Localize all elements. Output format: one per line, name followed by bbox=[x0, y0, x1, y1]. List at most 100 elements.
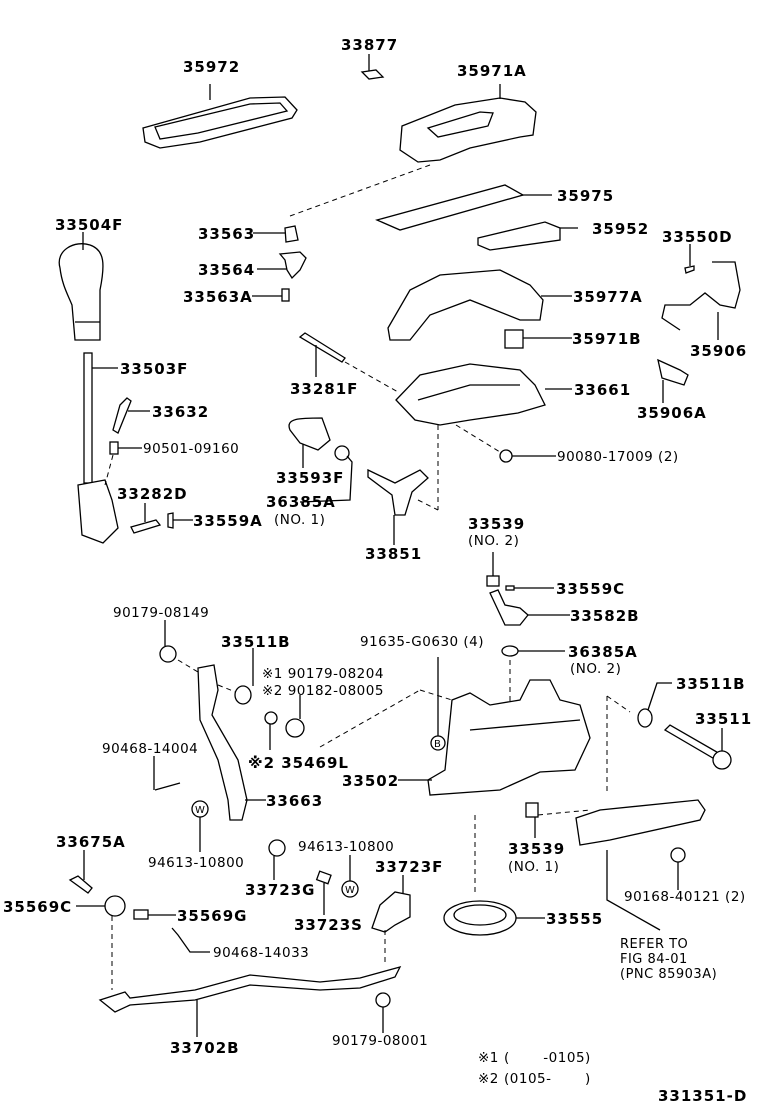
label-33281F[interactable]: 33281F bbox=[290, 380, 359, 398]
label-33851[interactable]: 33851 bbox=[365, 545, 423, 563]
part-35469L-washer[interactable] bbox=[264, 711, 278, 725]
label-35971A[interactable]: 35971A bbox=[457, 62, 527, 80]
part-33559A-clip[interactable] bbox=[167, 512, 174, 529]
label-33632[interactable]: 33632 bbox=[152, 403, 210, 421]
part-33504F-knob[interactable] bbox=[58, 243, 104, 341]
part-33502-base[interactable] bbox=[427, 679, 591, 796]
part-90468-14033-clip[interactable] bbox=[171, 927, 210, 953]
label-33539-no2[interactable]: 33539 bbox=[468, 515, 526, 533]
label-35975[interactable]: 35975 bbox=[557, 187, 615, 205]
label-33555[interactable]: 33555 bbox=[546, 910, 604, 928]
label-33282D[interactable]: 33282D bbox=[117, 485, 188, 503]
part-33511B-left-bushing[interactable] bbox=[234, 685, 252, 705]
part-33503F-lever[interactable] bbox=[77, 352, 119, 544]
label-36385A-no1[interactable]: 36385A bbox=[266, 493, 336, 511]
label-35906[interactable]: 35906 bbox=[690, 342, 748, 360]
part-33563A-spring[interactable] bbox=[281, 288, 290, 302]
part-90179-08204-nut[interactable] bbox=[285, 718, 305, 738]
label-33563[interactable]: 33563 bbox=[198, 225, 256, 243]
label-35569C[interactable]: 35569C bbox=[3, 898, 73, 916]
label-94613-10800-left[interactable]: 94613-10800 bbox=[148, 855, 245, 871]
label-35906A[interactable]: 35906A bbox=[637, 404, 707, 422]
label-33661[interactable]: 33661 bbox=[574, 381, 632, 399]
part-33723S-pin[interactable] bbox=[315, 870, 332, 885]
label-33511B-left[interactable]: 33511B bbox=[221, 633, 291, 651]
part-33877-plate[interactable] bbox=[360, 69, 385, 80]
label-90468-14033[interactable]: 90468-14033 bbox=[213, 945, 310, 961]
label-33723S[interactable]: 33723S bbox=[294, 916, 363, 934]
part-90468-14004-clamp[interactable] bbox=[154, 782, 181, 791]
label-33511B-right[interactable]: 33511B bbox=[676, 675, 746, 693]
label-33539-no1[interactable]: 33539 bbox=[508, 840, 566, 858]
label-33593F[interactable]: 33593F bbox=[276, 469, 345, 487]
label-33559A[interactable]: 33559A bbox=[193, 512, 263, 530]
label-35469L[interactable]: ※2 35469L bbox=[248, 754, 349, 772]
label-33550D[interactable]: 33550D bbox=[662, 228, 733, 246]
part-33564-guide[interactable] bbox=[278, 251, 307, 280]
part-35952-lens[interactable] bbox=[477, 221, 578, 251]
part-refer-fig-sensor[interactable] bbox=[575, 799, 706, 846]
part-33702B-rod[interactable] bbox=[98, 965, 402, 1013]
part-35569C-grommet[interactable] bbox=[104, 895, 126, 917]
label-33564[interactable]: 33564 bbox=[198, 261, 256, 279]
label-90501-09160[interactable]: 90501-09160 bbox=[143, 441, 240, 457]
label-90468-14004[interactable]: 90468-14004 bbox=[102, 741, 199, 757]
part-33663-control-lever[interactable] bbox=[197, 664, 248, 821]
label-33723F[interactable]: 33723F bbox=[375, 858, 444, 876]
label-90179-08149[interactable]: 90179-08149 bbox=[113, 605, 210, 621]
label-91635-G0630[interactable]: 91635-G0630 (4) bbox=[360, 634, 485, 650]
label-90179-08001[interactable]: 90179-08001 bbox=[332, 1033, 429, 1049]
label-35971B[interactable]: 35971B bbox=[572, 330, 642, 348]
part-33511B-right-bushing[interactable] bbox=[637, 708, 653, 728]
label-33663[interactable]: 33663 bbox=[266, 792, 324, 810]
label-36385A-no2[interactable]: 36385A bbox=[568, 643, 638, 661]
part-33550D-clip[interactable] bbox=[684, 265, 695, 274]
part-33559C-clip[interactable] bbox=[505, 585, 515, 591]
part-36385A-no1-spring[interactable] bbox=[334, 445, 350, 461]
label-33675A[interactable]: 33675A bbox=[56, 833, 126, 851]
label-90168-40121[interactable]: 90168-40121 (2) bbox=[624, 889, 746, 905]
label-33504F[interactable]: 33504F bbox=[55, 216, 124, 234]
label-33503F[interactable]: 33503F bbox=[120, 360, 189, 378]
label-90080-17009[interactable]: 90080-17009 (2) bbox=[557, 449, 679, 465]
part-33582B-cam[interactable] bbox=[489, 589, 529, 626]
part-90501-spring[interactable] bbox=[109, 441, 119, 455]
part-33851-lever[interactable] bbox=[367, 468, 429, 516]
label-35952[interactable]: 35952 bbox=[592, 220, 650, 238]
part-90168-screw[interactable] bbox=[670, 847, 686, 863]
label-35569G[interactable]: 35569G bbox=[177, 907, 248, 925]
part-35975-slide-cover[interactable] bbox=[375, 184, 552, 231]
part-33723G-bushing[interactable] bbox=[268, 839, 286, 857]
label-33582B[interactable]: 33582B bbox=[570, 607, 640, 625]
label-35972[interactable]: 35972 bbox=[183, 58, 241, 76]
part-33563-knob[interactable] bbox=[284, 225, 299, 243]
label-33511[interactable]: 33511 bbox=[695, 710, 753, 728]
part-35569G-collar[interactable] bbox=[133, 909, 149, 920]
part-35971B-bracket[interactable] bbox=[504, 329, 524, 349]
part-90080-nut[interactable] bbox=[499, 449, 513, 463]
label-33563A[interactable]: 33563A bbox=[183, 288, 253, 306]
part-33539-no1-stopper[interactable] bbox=[525, 802, 539, 818]
part-33539-no2-stopper[interactable] bbox=[486, 575, 500, 587]
label-90179-08204[interactable]: ※1 90179-08204 bbox=[262, 666, 384, 682]
part-35971A-housing[interactable] bbox=[399, 84, 537, 163]
part-90179-08149-nut[interactable] bbox=[159, 645, 177, 663]
label-94613-10800-right[interactable]: 94613-10800 bbox=[298, 839, 395, 855]
part-33723F-bracket[interactable] bbox=[371, 891, 411, 933]
label-33559C[interactable]: 33559C bbox=[556, 580, 626, 598]
part-33282D-pin[interactable] bbox=[130, 519, 162, 534]
part-35906A-socket[interactable] bbox=[657, 358, 689, 386]
label-35977A[interactable]: 35977A bbox=[573, 288, 643, 306]
label-33723G[interactable]: 33723G bbox=[245, 881, 316, 899]
part-33661-retainer[interactable] bbox=[395, 363, 546, 426]
part-33511-shaft[interactable] bbox=[663, 724, 732, 770]
part-35977A-housing[interactable] bbox=[387, 269, 544, 341]
label-33702B[interactable]: 33702B bbox=[170, 1039, 240, 1057]
part-33675A-bolt[interactable] bbox=[68, 875, 93, 894]
part-35906-wire[interactable] bbox=[661, 261, 741, 331]
part-33555-plate[interactable] bbox=[443, 900, 517, 936]
part-33281F-pin[interactable] bbox=[298, 332, 346, 363]
label-33502[interactable]: 33502 bbox=[342, 772, 400, 790]
part-33593F-cover[interactable] bbox=[288, 417, 331, 451]
part-36385A-no2-spring[interactable] bbox=[501, 645, 519, 657]
